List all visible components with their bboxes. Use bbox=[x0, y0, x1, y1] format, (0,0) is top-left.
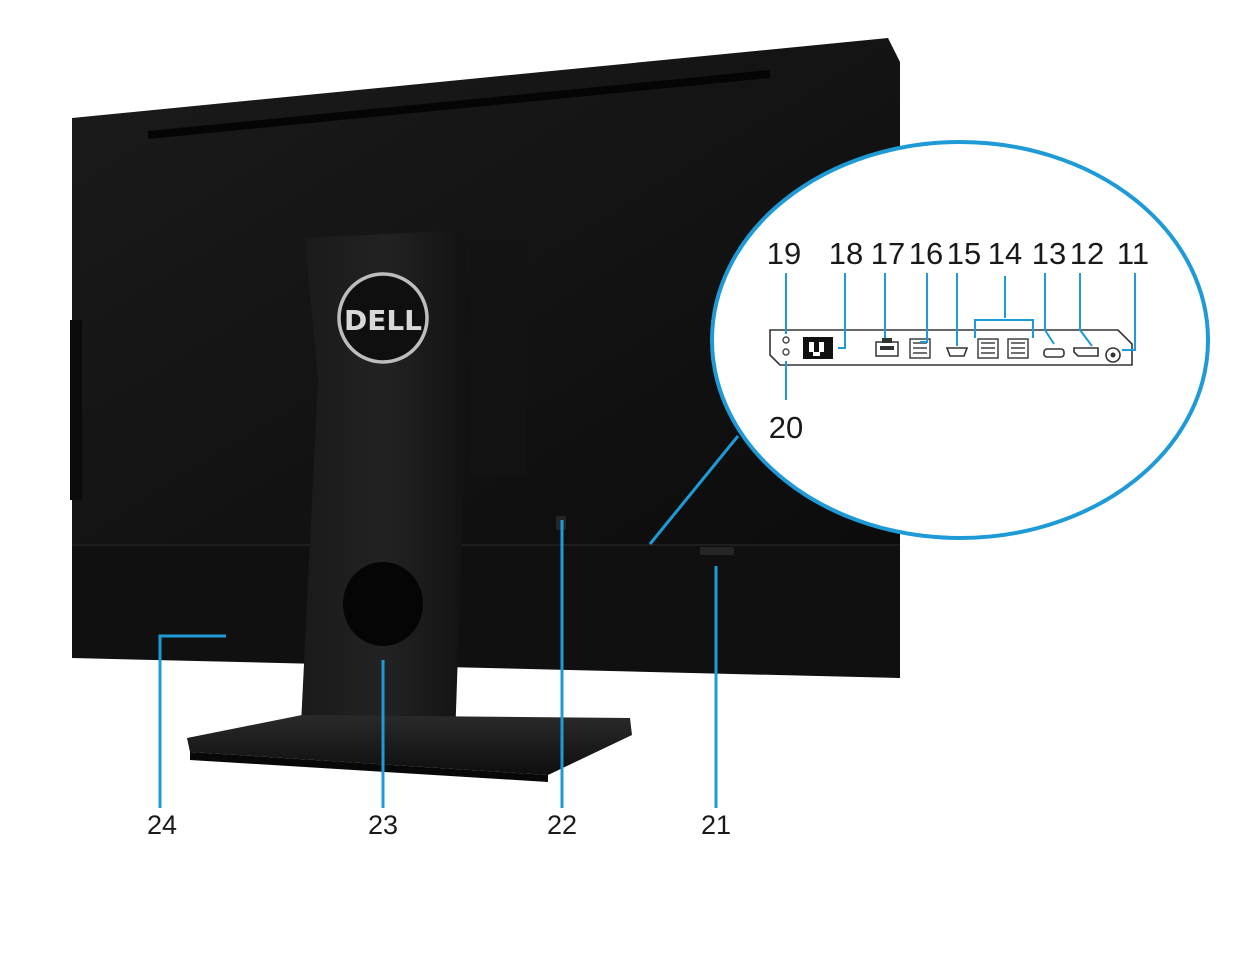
leader-line-zoom bbox=[648, 435, 740, 545]
callout-15: 15 bbox=[947, 236, 981, 271]
port-zoom-callout: 19 18 17 16 15 14 13 12 11 20 bbox=[710, 140, 1210, 540]
audio-jack-icon bbox=[1105, 347, 1121, 363]
security-slot-icon bbox=[782, 336, 790, 356]
callout-24: 24 bbox=[147, 810, 177, 840]
usb-port-icon bbox=[977, 338, 1029, 359]
callout-11: 11 bbox=[1117, 236, 1149, 271]
callout-14: 14 bbox=[988, 236, 1022, 271]
displayport-icon bbox=[1043, 348, 1065, 358]
callout-18: 18 bbox=[829, 236, 863, 271]
monitor-body bbox=[70, 38, 900, 678]
callout-17: 17 bbox=[871, 236, 905, 271]
hdmi-port-icon bbox=[945, 347, 969, 357]
io-port-panel bbox=[769, 273, 1136, 400]
bottom-callout-labels: 24 23 22 21 bbox=[147, 810, 731, 840]
monitor-stand bbox=[187, 230, 632, 782]
callout-21: 21 bbox=[701, 810, 731, 840]
callout-12: 12 bbox=[1070, 236, 1104, 271]
leader-lines bbox=[158, 435, 740, 808]
power-connector-icon bbox=[803, 337, 833, 359]
port-leader-lines bbox=[785, 273, 1136, 400]
leader-line-24 bbox=[158, 634, 226, 808]
callout-20: 20 bbox=[769, 410, 803, 445]
callout-16: 16 bbox=[909, 236, 943, 271]
callout-22: 22 bbox=[547, 810, 577, 840]
dell-logo: DELL bbox=[337, 272, 429, 364]
power-button bbox=[700, 547, 734, 555]
callout-19: 19 bbox=[767, 236, 801, 271]
port-number-labels: 19 18 17 16 15 14 13 12 11 20 bbox=[767, 236, 1149, 445]
cable-management-hole bbox=[343, 562, 423, 646]
dell-logo-text: DELL bbox=[344, 304, 422, 337]
displayport-icon bbox=[1073, 347, 1099, 357]
callout-23: 23 bbox=[368, 810, 398, 840]
network-port-icon bbox=[875, 338, 899, 357]
callout-13: 13 bbox=[1032, 236, 1066, 271]
